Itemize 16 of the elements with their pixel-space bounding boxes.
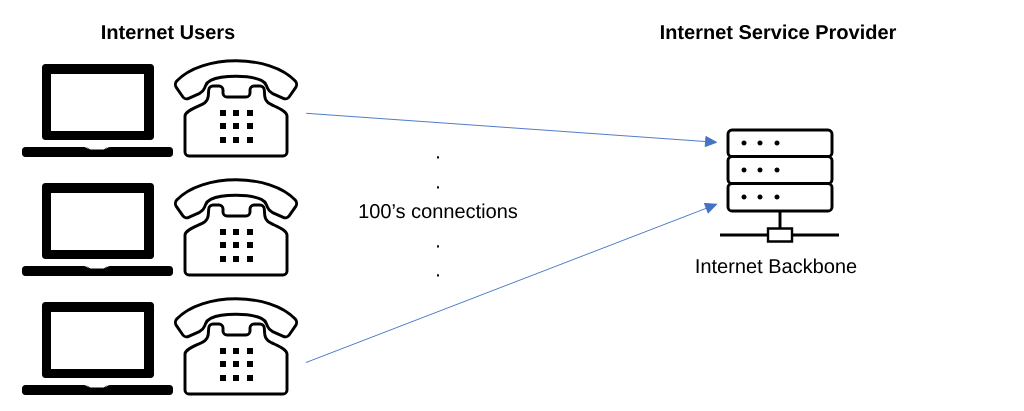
ellipsis-dot: .: [437, 245, 439, 248]
laptop-icon: [22, 183, 173, 276]
telephone-icon: [174, 59, 299, 158]
annotation: 100’s connections: [359, 203, 518, 219]
telephone-icon: [174, 178, 299, 277]
telephone-icon: [174, 297, 299, 396]
heading: Internet Service Provider: [660, 24, 897, 40]
laptop-icon: [22, 64, 173, 157]
node-label: Internet Backbone: [696, 258, 857, 274]
heading: Internet Users: [102, 25, 235, 40]
arrow: [305, 203, 718, 364]
ellipsis-dot: .: [437, 156, 439, 159]
laptop-icon: [22, 302, 173, 395]
ellipsis-dot: .: [437, 274, 439, 277]
arrow: [305, 112, 718, 148]
ellipsis-dot: .: [437, 186, 439, 189]
